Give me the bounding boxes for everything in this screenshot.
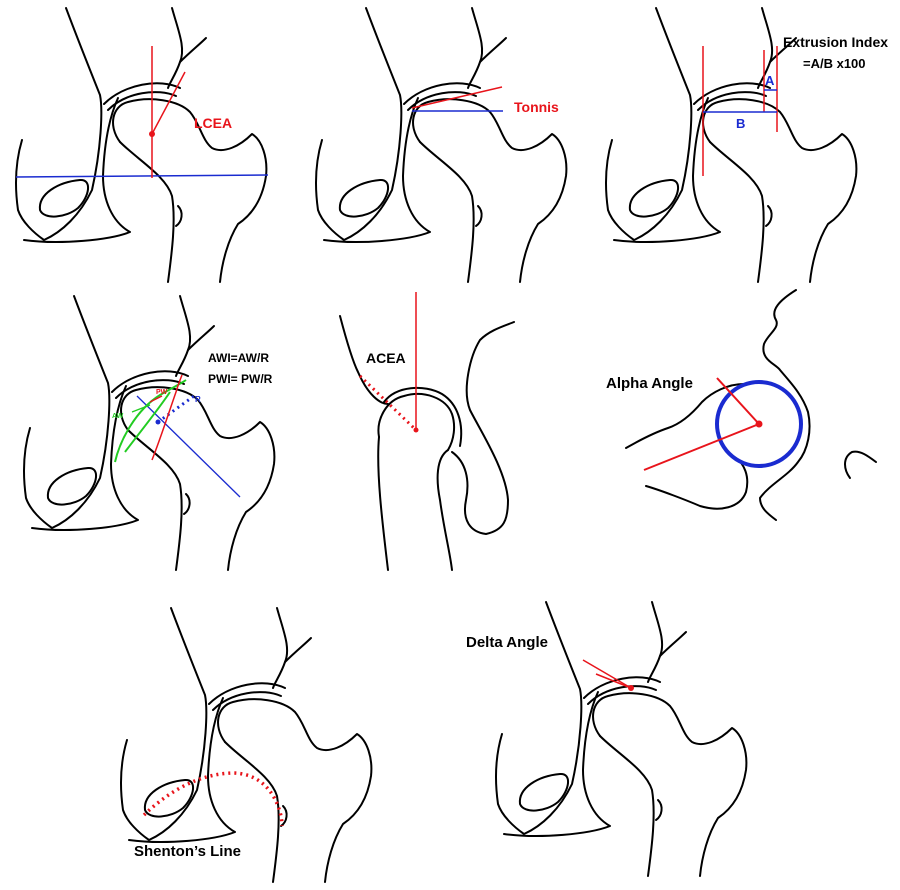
delta-line-lower [595, 673, 632, 689]
anterior-edge-dotted [358, 374, 418, 432]
b-label: B [736, 116, 745, 131]
delta-line-upper [582, 659, 632, 689]
radius-r-dotted [157, 394, 195, 424]
a-label: A [765, 73, 775, 88]
tonnis-label: Tonnis [514, 99, 559, 115]
anterior-wall-line [114, 379, 187, 463]
head-center-dot [413, 427, 419, 433]
r-label: R [195, 395, 201, 404]
panel-lcea: LCEA [14, 7, 269, 283]
panel-wall-index: AW PW R AWI=AW/R PWI= PW/R [22, 295, 276, 571]
panel-delta-angle: Delta Angle [466, 601, 748, 877]
delta-angle-label: Delta Angle [466, 634, 548, 651]
panel-tonnis: Tonnis [314, 7, 568, 283]
lateral-edge-line [151, 71, 186, 135]
femoral-neck-red-line [151, 374, 183, 461]
panel-shentons-line: Shenton’s Line [119, 607, 373, 883]
awi-formula: AWI=AW/R [208, 351, 269, 365]
posterior-wall-line [124, 391, 171, 453]
aw-label: AW [112, 413, 124, 420]
alpha-line [716, 377, 760, 425]
sourcil-line [411, 86, 503, 109]
extrusion-index-formula: =A/B x100 [803, 56, 866, 71]
neck-axis-line [643, 423, 760, 471]
pw-segment [149, 395, 163, 403]
lcea-label: LCEA [194, 115, 232, 131]
horizontal-reference-line [15, 174, 269, 178]
head-center-dot [155, 419, 161, 425]
aw-segment [131, 404, 151, 413]
panel-alpha-angle: Alpha Angle [606, 289, 877, 521]
panel-extrusion-index: A B Extrusion Index =A/B x100 [604, 7, 888, 283]
alpha-angle-label: Alpha Angle [606, 375, 693, 392]
pw-label: PW [156, 389, 168, 396]
head-center-dot [755, 420, 763, 428]
extrusion-index-title: Extrusion Index [783, 34, 888, 50]
shenton-line-dotted [142, 771, 284, 827]
neck-axis-line [136, 395, 241, 498]
acea-label: ACEA [366, 350, 406, 366]
shentons-line-label: Shenton’s Line [134, 843, 241, 860]
panel-acea: ACEA [339, 292, 515, 571]
head-center-dot [628, 685, 634, 691]
head-center-dot [149, 131, 155, 137]
pwi-formula: PWI= PW/R [208, 372, 273, 386]
femoral-head-circle [715, 380, 803, 468]
